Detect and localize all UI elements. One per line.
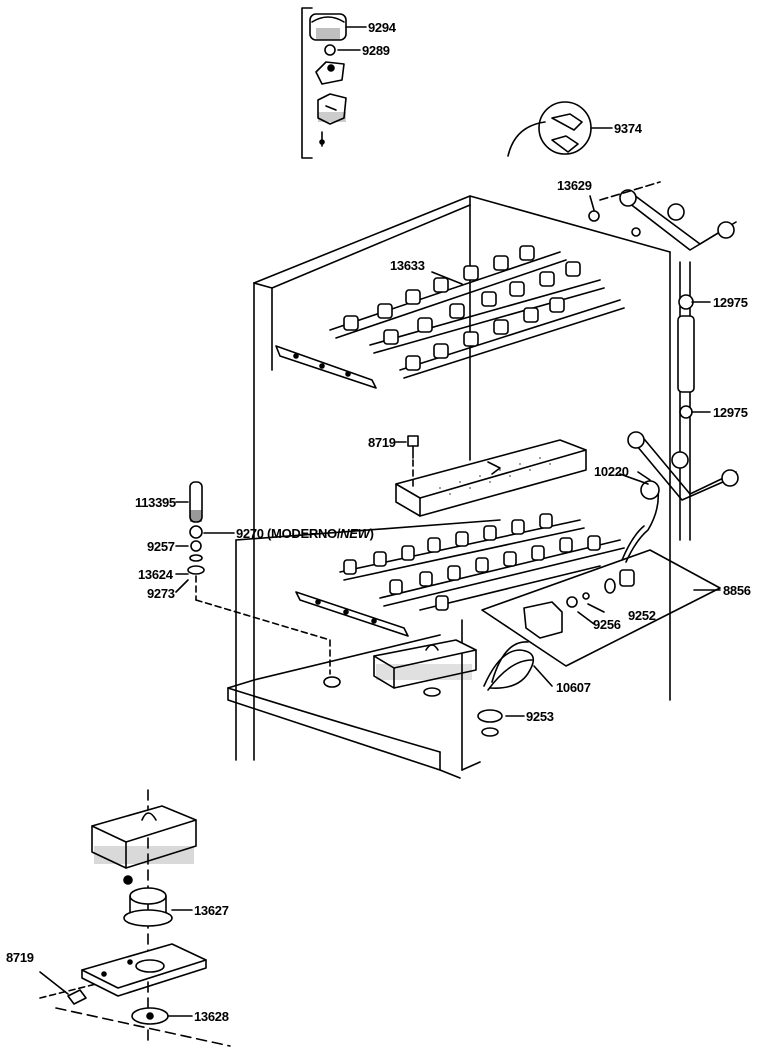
leader-lines [431, 195, 711, 485]
part-label-10607: 10607 [556, 680, 591, 695]
part-label-113395: 113395 [135, 495, 176, 510]
part-label-10220: 10220 [594, 464, 629, 479]
part-label-9252: 9252 [628, 608, 656, 623]
part-label-9289: 9289 [362, 43, 390, 58]
upper-burner-tubes [275, 245, 625, 389]
part-label-13627: 13627 [194, 903, 229, 918]
part-label-9270-close: ) [369, 526, 374, 541]
detail-circle [507, 101, 613, 157]
cavity-burner-box [323, 639, 477, 697]
part-label-8719-upper: 8719 [368, 435, 396, 450]
part-label-9273: 9273 [147, 586, 175, 601]
part-label-9256: 9256 [593, 617, 621, 632]
part-label-9374: 9374 [614, 121, 642, 136]
part-label-9294: 9294 [368, 20, 396, 35]
part-label-9270-new: NEW [340, 526, 370, 541]
lower-detail-assembly [39, 789, 231, 1047]
part-label-8856: 8856 [723, 583, 751, 598]
part-label-12975-lower: 12975 [713, 405, 748, 420]
oven-body [227, 195, 671, 779]
part-label-9270: 9270 (MODERNO/NEW) [236, 526, 374, 541]
burner-pan [395, 439, 587, 517]
knob-assembly [301, 7, 367, 159]
part-label-9270-main: 9270 (MODERNO/ [236, 526, 341, 541]
valve-kit [481, 471, 721, 667]
thermocouple [477, 641, 553, 737]
part-label-9253: 9253 [526, 709, 554, 724]
part-label-12975-upper: 12975 [713, 295, 748, 310]
part-label-9257: 9257 [147, 539, 175, 554]
screw-8719 [395, 435, 419, 491]
part-label-13629: 13629 [557, 178, 592, 193]
part-label-8719-lower: 8719 [6, 950, 34, 965]
lower-burner-tubes [295, 513, 625, 637]
part-label-13628: 13628 [194, 1009, 229, 1024]
part-label-13633: 13633 [390, 258, 425, 273]
gas-manifold-pipes [588, 181, 739, 541]
pilot-assembly [175, 481, 331, 675]
part-label-13624: 13624 [138, 567, 173, 582]
